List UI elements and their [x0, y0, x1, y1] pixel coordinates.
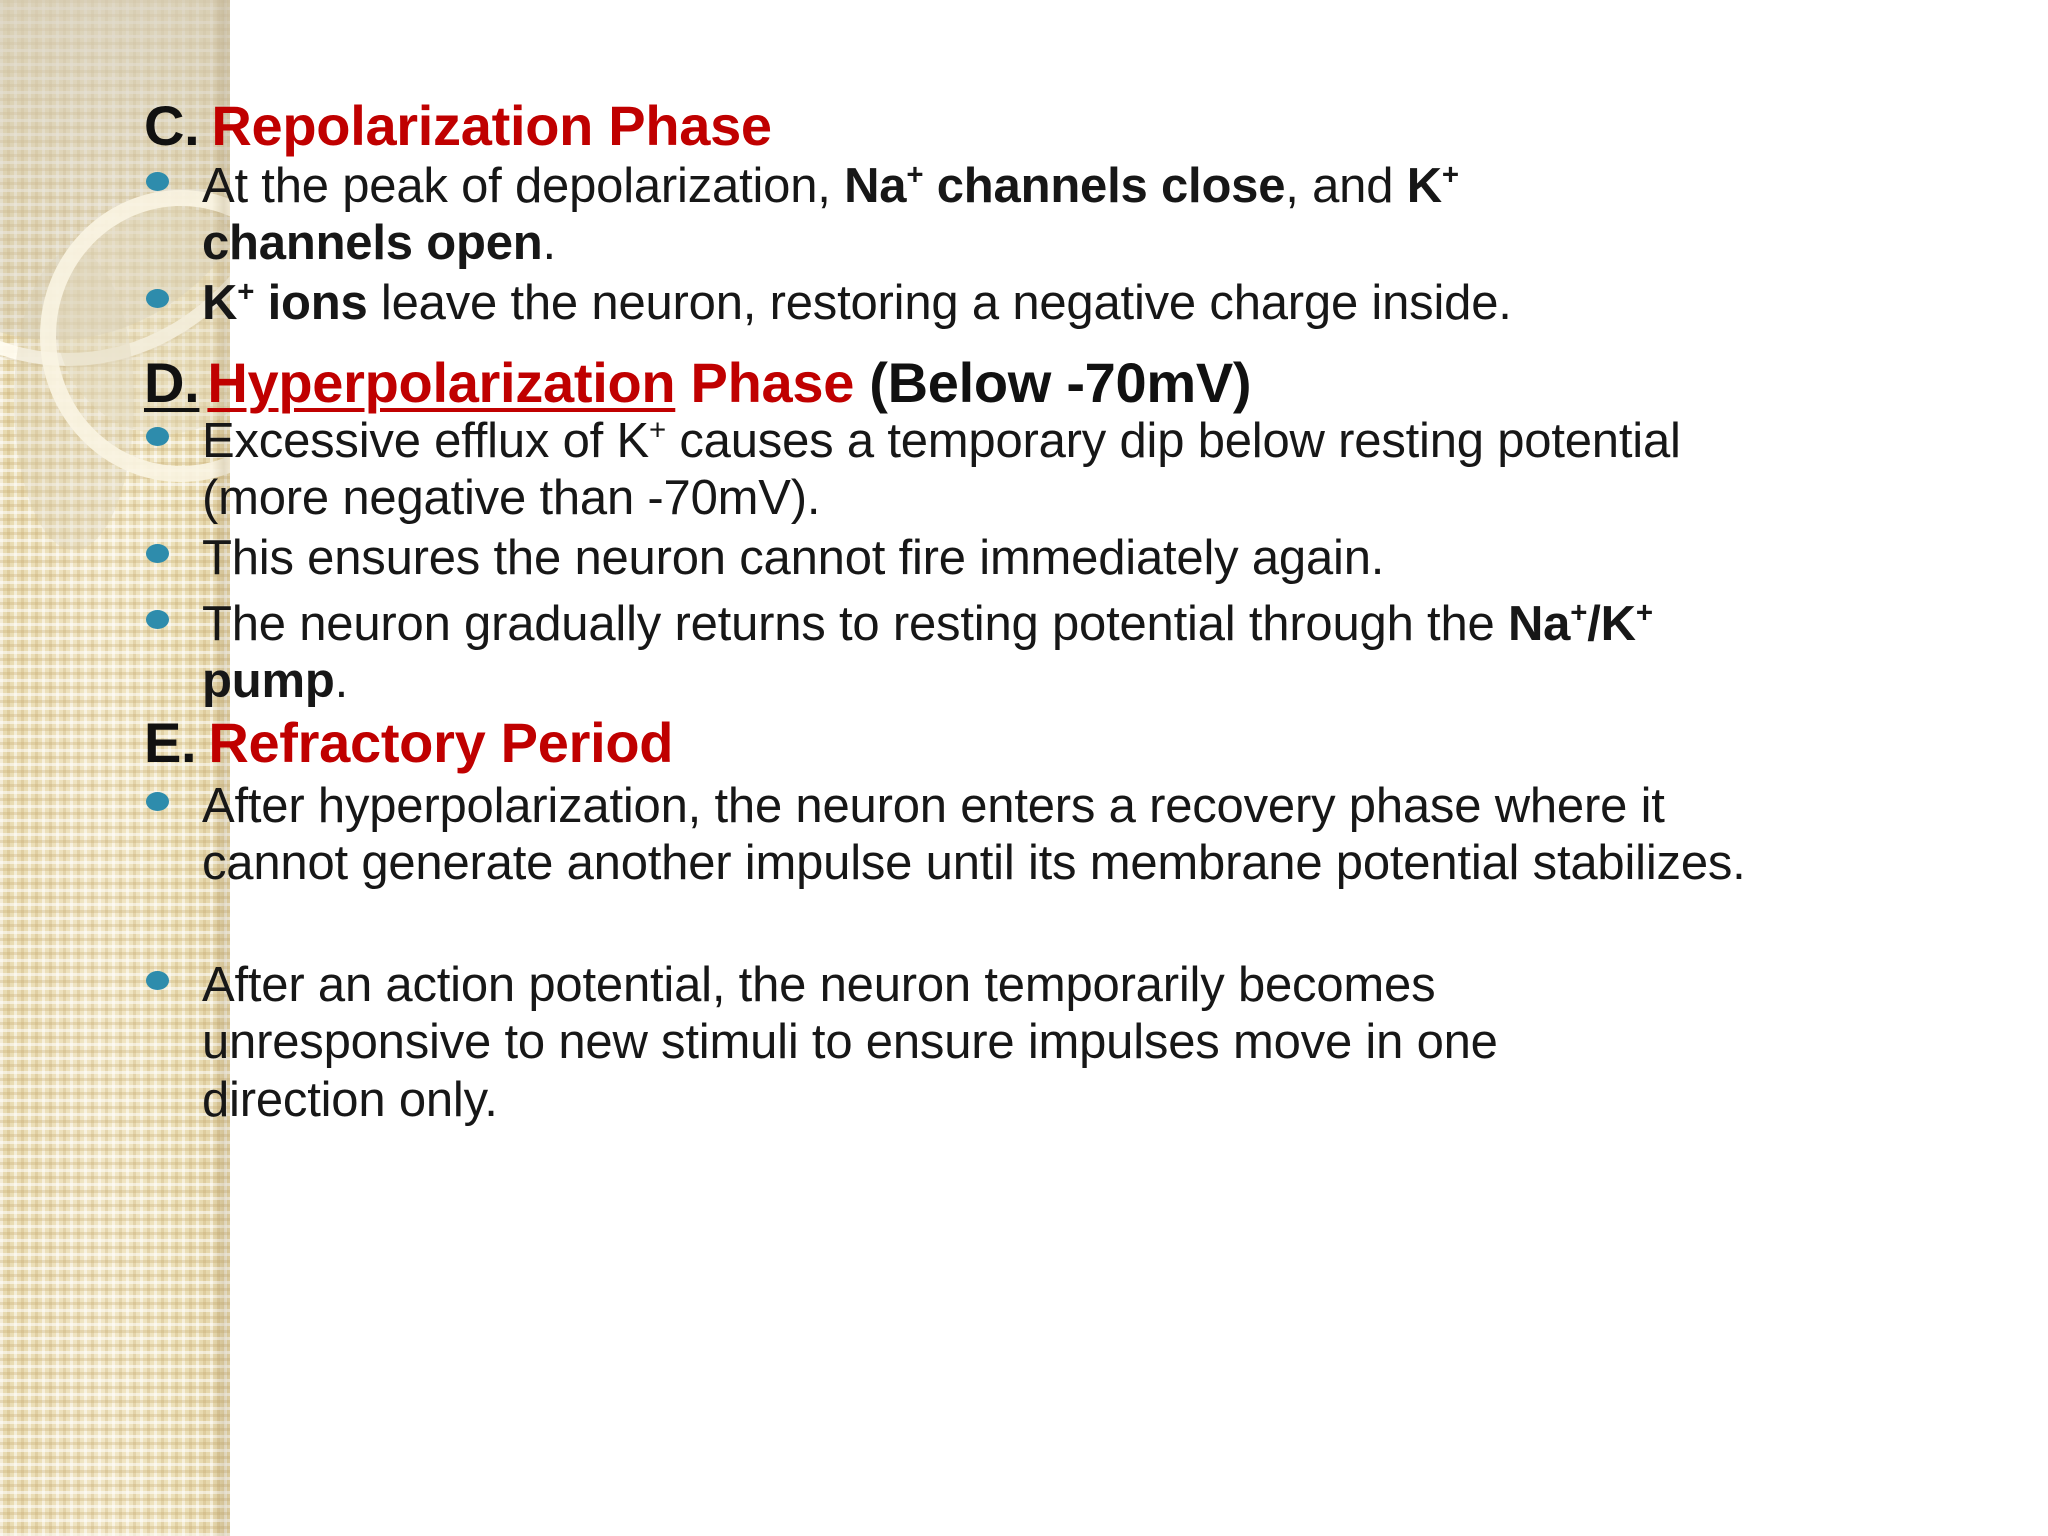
heading-e-title: Refractory Period [208, 711, 674, 774]
list-item: This ensures the neuron cannot fire imme… [146, 530, 1676, 587]
bullet-dot-icon [146, 792, 169, 811]
heading-c-title: Repolarization Phase [211, 94, 772, 157]
bullet-dot-icon [146, 544, 169, 563]
bullet-dot-icon [146, 289, 169, 308]
band-edge-shadow [212, 0, 230, 1536]
bullet-dot-icon [146, 427, 169, 446]
small-ring-fill [56, 206, 230, 434]
heading-d-title: Hyperpolarization [207, 351, 676, 414]
heading-d-title-suffix: (Below -70mV) [854, 351, 1252, 414]
arc-sliver-shape [14, 250, 134, 550]
bullet-d-1-text: Excessive efflux of K+ causes a temporar… [202, 413, 1681, 526]
bullet-c-2-text: K+ ions leave the neuron, restoring a ne… [202, 275, 1512, 330]
bullet-d-2-text: This ensures the neuron cannot fire imme… [202, 531, 1385, 585]
heading-section-c: C.Repolarization Phase [144, 98, 772, 154]
band-top-wash [0, 0, 230, 200]
bullet-dot-icon [146, 172, 169, 191]
heading-section-e: E.Refractory Period [144, 715, 673, 771]
bullet-c-1-text: At the peak of depolarization, Na+ chann… [202, 158, 1459, 271]
heading-section-d: D.Hyperpolarization Phase (Below -70mV) [144, 355, 1252, 411]
list-item: K+ ions leave the neuron, restoring a ne… [146, 275, 1676, 332]
bullet-d-3-text: The neuron gradually returns to resting … [202, 596, 1653, 709]
bullet-e-1-text: After hyperpolarization, the neuron ente… [202, 779, 1746, 891]
list-item: Excessive efflux of K+ causes a temporar… [146, 413, 1681, 528]
bullet-dot-icon [146, 971, 169, 990]
list-item: After hyperpolarization, the neuron ente… [146, 778, 1746, 893]
heading-c-letter: C. [144, 94, 200, 157]
list-item: After an action potential, the neuron te… [146, 957, 1616, 1129]
heading-e-letter: E. [144, 711, 197, 774]
heading-d-letter: D. [144, 351, 200, 414]
heading-d-title-extra: Phase [675, 351, 855, 414]
bullet-e-2-text: After an action potential, the neuron te… [202, 958, 1498, 1127]
decorative-left-band [0, 0, 230, 1536]
list-item: At the peak of depolarization, Na+ chann… [146, 158, 1676, 273]
list-item: The neuron gradually returns to resting … [146, 596, 1676, 711]
bullet-dot-icon [146, 610, 169, 629]
